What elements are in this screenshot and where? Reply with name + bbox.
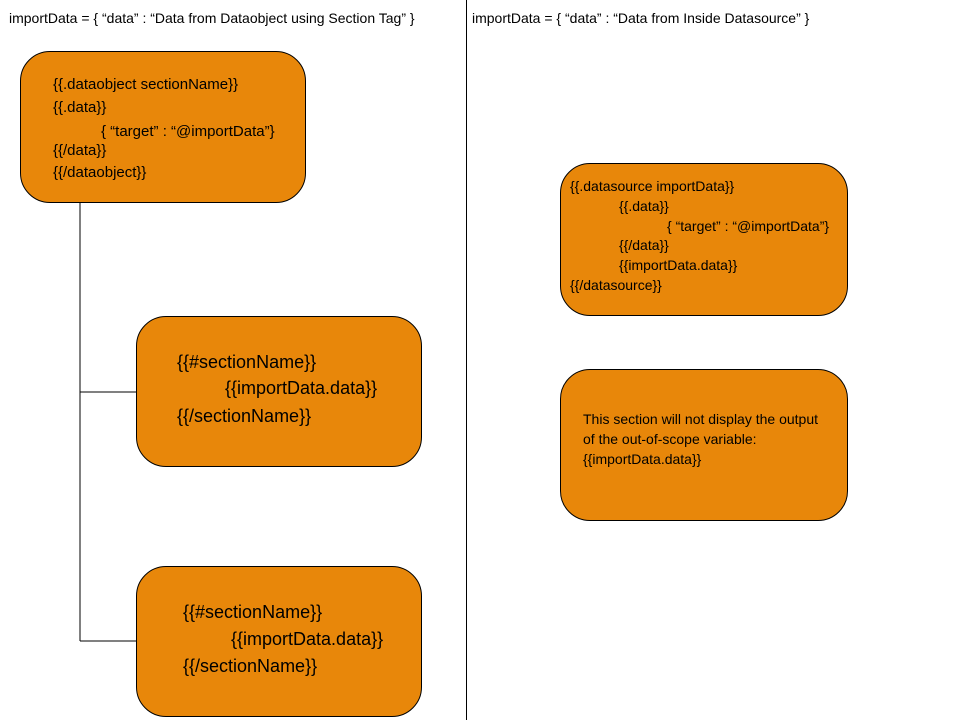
- code-line: {{/datasource}}: [570, 277, 662, 293]
- out-of-scope-box: This section will not display the output…: [560, 369, 848, 521]
- code-line: {{importData.data}}: [231, 629, 384, 649]
- code-line: { “target” : “@importData”}: [667, 218, 830, 234]
- code-line: {{/data}}: [619, 237, 669, 253]
- section-box-1: {{#sectionName}} {{importData.data}} {{/…: [136, 316, 422, 467]
- code-line: {{.datasource importData}}: [570, 178, 735, 194]
- code-line: { “target” : “@importData”}: [101, 123, 275, 140]
- left-panel-caption: importData = { “data” : “Data from Datao…: [9, 10, 415, 26]
- note-line: This section will not display the output: [583, 411, 819, 427]
- section-box-2: {{#sectionName}} {{importData.data}} {{/…: [136, 566, 422, 717]
- note-line: of the out-of-scope variable:: [583, 431, 757, 447]
- panel-divider: [466, 0, 467, 720]
- code-line: {{.data}}: [619, 198, 669, 214]
- code-line: {{/dataobject}}: [53, 164, 147, 181]
- note-line: {{importData.data}}: [583, 451, 702, 467]
- code-line: {{#sectionName}}: [177, 352, 317, 372]
- code-line: {{#sectionName}}: [183, 602, 323, 622]
- code-line: {{importData.data}}: [225, 378, 378, 398]
- code-line: {{/sectionName}}: [183, 656, 318, 676]
- code-line: {{importData.data}}: [619, 257, 738, 273]
- code-line: {{.dataobject sectionName}}: [53, 76, 239, 93]
- code-line: {{.data}}: [53, 99, 107, 116]
- code-line: {{/sectionName}}: [177, 406, 312, 426]
- code-line: {{/data}}: [53, 142, 107, 159]
- dataobject-box: {{.dataobject sectionName}} {{.data}} { …: [20, 51, 306, 203]
- right-panel-caption: importData = { “data” : “Data from Insid…: [472, 10, 810, 26]
- datasource-box: {{.datasource importData}} {{.data}} { “…: [560, 163, 848, 316]
